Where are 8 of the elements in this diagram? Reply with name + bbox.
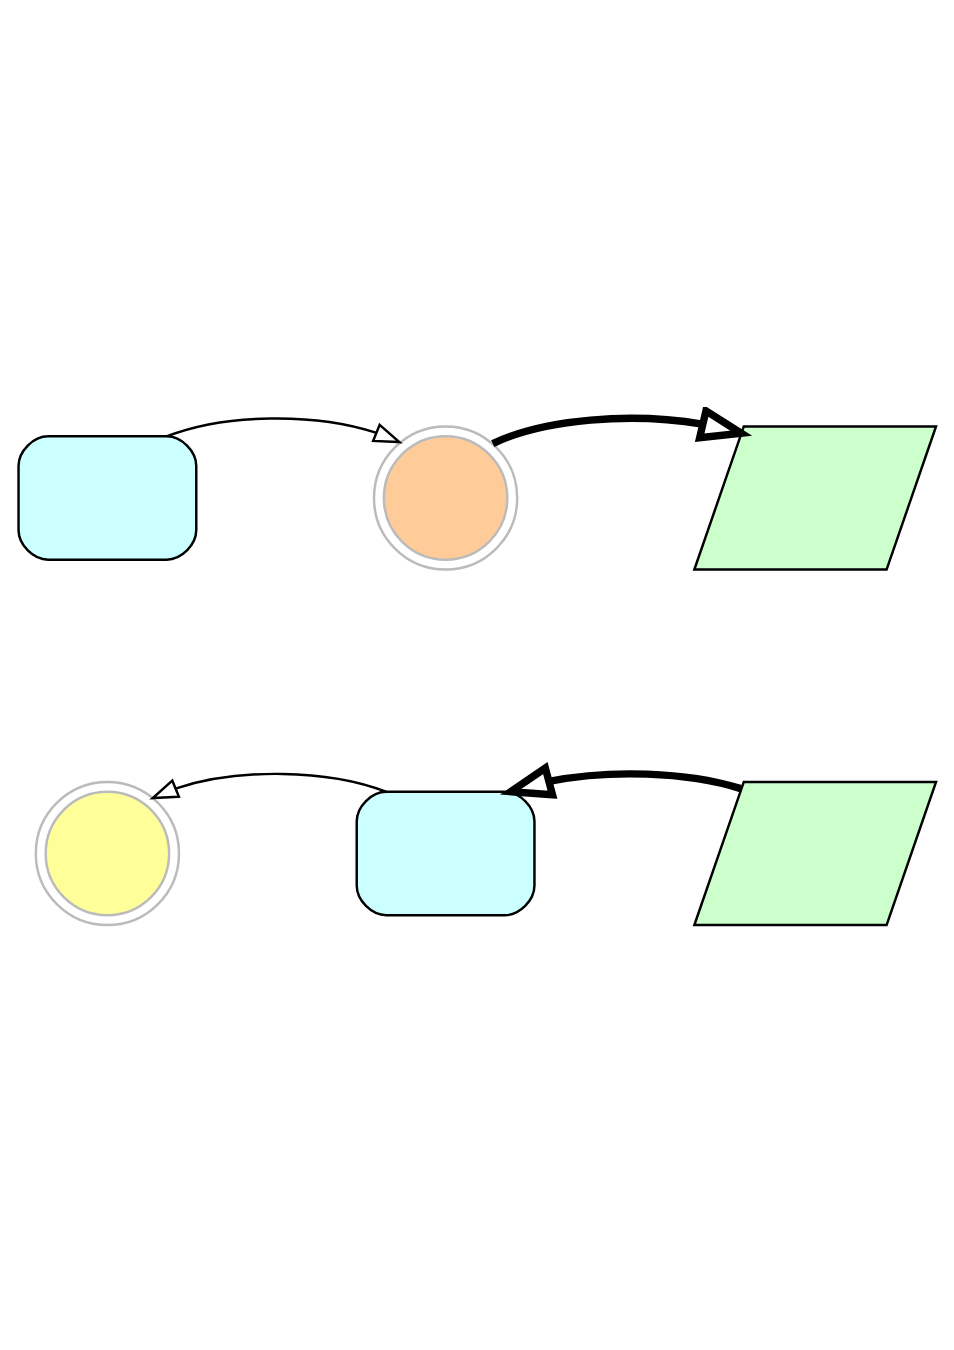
arrow	[166, 416, 403, 443]
node-parallelogram	[692, 780, 938, 926]
arrow	[491, 406, 753, 447]
node-parallelogram	[692, 424, 938, 571]
node-box	[17, 434, 198, 561]
arrow	[149, 772, 387, 799]
node-box	[355, 790, 536, 916]
arrow	[499, 761, 742, 799]
